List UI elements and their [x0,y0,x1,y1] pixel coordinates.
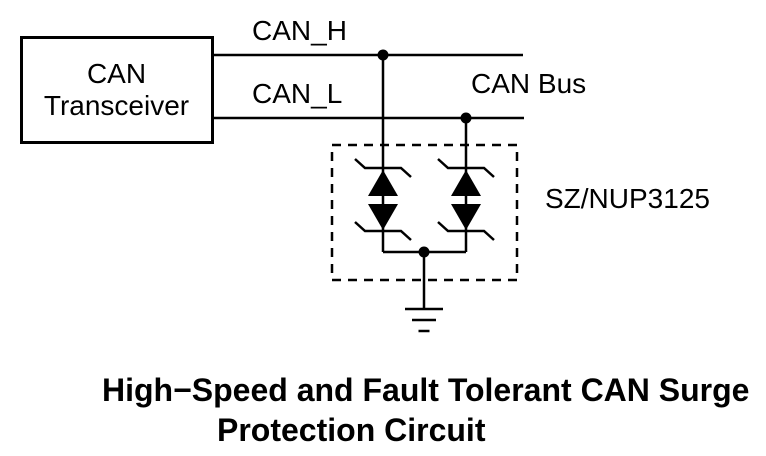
can-h-net-label: CAN_H [252,15,347,46]
can-transceiver-label: CAN Transceiver [20,36,213,143]
can-l-net-label: CAN_L [252,78,343,109]
junction-dot-can-l [460,112,472,124]
can-transceiver-box [20,36,214,144]
tvs-diode-pair-icon [437,158,495,241]
tvs-diode-pair-icon [354,158,412,241]
ground-icon [405,252,443,333]
circuit-drawing [20,36,524,333]
device-part-number-label: SZ/NUP3125 [545,183,710,214]
can-bus-label: CAN Bus [471,68,587,99]
junction-dot-can-h [377,49,389,61]
can-transceiver-label-line2: Transceiver [43,89,190,121]
figure-caption-line2: Protection Circuit [217,412,486,448]
can-transceiver-label-line1: CAN [86,57,147,89]
figure-caption-line1: High−Speed and Fault Tolerant CAN Surge [102,372,750,408]
